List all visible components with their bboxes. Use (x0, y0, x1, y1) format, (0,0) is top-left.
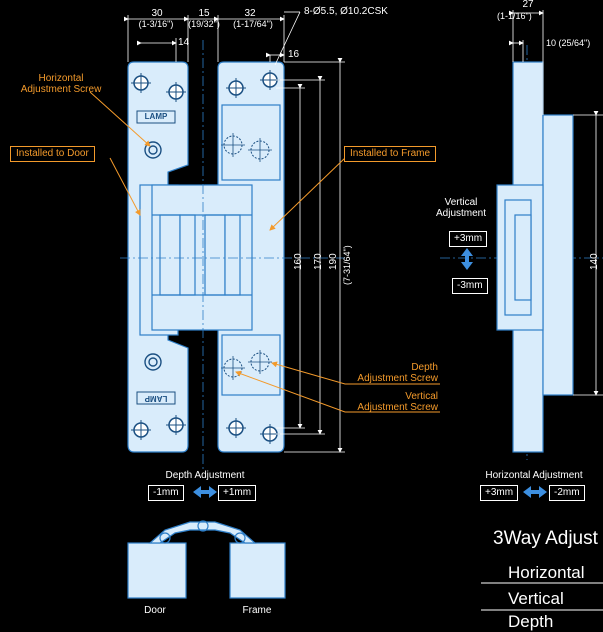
installed-frame-tag: Installed to Frame (344, 146, 437, 162)
dim-30-inch: (1-3/16") (138, 19, 174, 29)
hinge-body (151, 184, 253, 331)
adjust-screw-crosses (221, 133, 272, 380)
installed-door-tag: Installed to Door (10, 146, 95, 162)
dim-16: 16 (288, 49, 300, 60)
dim-14: 14 (178, 37, 190, 48)
dim-15-inch: (19/32") (188, 19, 220, 29)
hinge-technical-drawing: 30 (1-3/16") 15 (19/32") 32 (1-17/64") 1… (10, 0, 603, 631)
dim-30: 30 (151, 8, 163, 19)
table-row-depth: Depth (508, 612, 554, 631)
leader-lines (89, 91, 440, 413)
dim-32: 32 (244, 8, 256, 19)
top-dimension-lines (124, 11, 301, 66)
table-row-horizontal: Horizontal (508, 563, 585, 582)
dim-27-inch: (1-1/16") (497, 11, 532, 21)
frame-label: Frame (242, 605, 272, 616)
side-view (496, 61, 574, 453)
table-lines (481, 582, 603, 611)
brand-plate-bottom (136, 391, 176, 405)
door-label: Door (144, 605, 166, 616)
bottom-detail (127, 520, 286, 599)
vertical-minus-box: -3mm (452, 278, 488, 294)
side-dimension-lines (509, 10, 603, 396)
adjust-arrows (193, 248, 547, 498)
screw-crosses (131, 70, 280, 444)
dim-160: 160 (293, 253, 304, 270)
dim-170: 170 (313, 253, 324, 270)
brand-label-bottom: LAMP (144, 394, 168, 403)
dim-190: 190 (328, 253, 339, 270)
hinge-drawing-svg (89, 10, 603, 611)
depth-minus-box: -1mm (148, 485, 184, 501)
dim-140: 140 (589, 253, 600, 270)
horizontal-adjust-title: Horizontal Adjustment (485, 470, 583, 481)
table-title: 3Way Adjust (493, 528, 598, 549)
dim-10: 10 (25/64") (546, 38, 591, 48)
vertical-plus-box: +3mm (449, 231, 488, 247)
depth-plus-box: +1mm (218, 485, 257, 501)
table-row-vertical: Vertical (508, 589, 564, 608)
brand-label-top: LAMP (144, 112, 168, 121)
depth-screw-label: Depth Adjustment Screw (357, 362, 438, 384)
vertical-adjust-title: Vertical Adjustment (435, 197, 487, 219)
dim-32-inch: (1-17/64") (233, 19, 273, 29)
brand-plate-top (136, 110, 176, 124)
dim-190-inch: (7-31/64") (342, 245, 352, 285)
dim-15: 15 (198, 8, 210, 19)
depth-adjust-title: Depth Adjustment (165, 470, 245, 481)
dim-holes: 8-Ø5.5, Ø10.2CSK (304, 6, 388, 17)
dim-27: 27 (522, 0, 534, 10)
horizontal-minus-box: -2mm (549, 485, 585, 501)
horizontal-plus-box: +3mm (480, 485, 519, 501)
vertical-screw-label: Vertical Adjustment Screw (357, 391, 438, 413)
horizontal-screw-label: Horizontal Adjustment Screw (20, 73, 102, 95)
